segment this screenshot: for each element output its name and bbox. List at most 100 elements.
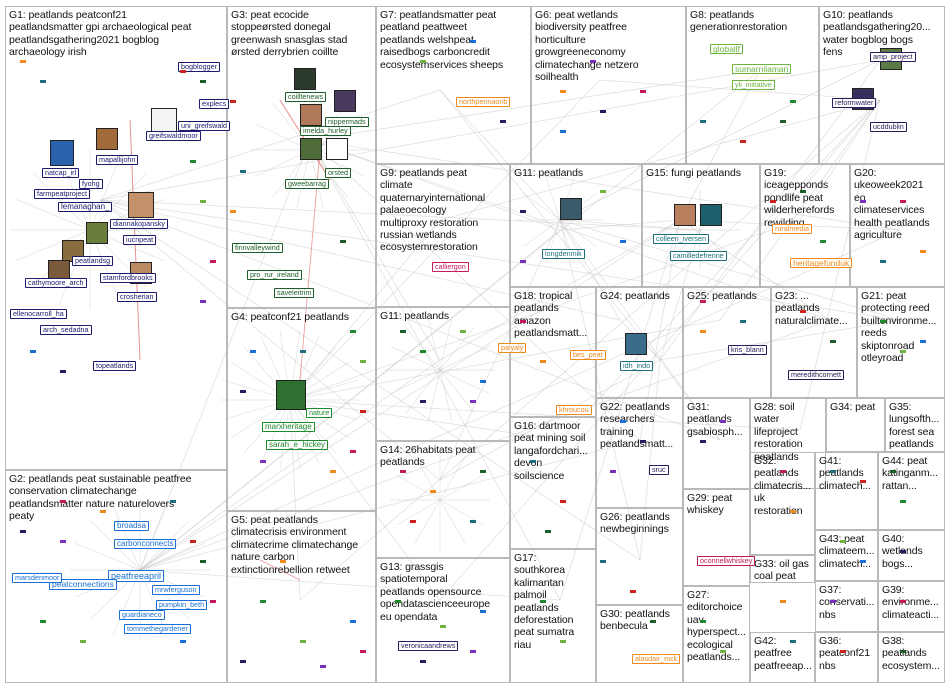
node-marker[interactable] xyxy=(395,600,401,603)
node-marker[interactable] xyxy=(820,240,826,243)
node-marker[interactable] xyxy=(780,120,786,123)
node-marker[interactable] xyxy=(650,620,656,623)
longdenmik-avatar[interactable] xyxy=(560,198,582,220)
account-label[interactable]: marsdenmoor xyxy=(12,573,63,583)
account-label[interactable]: uni_greifswald xyxy=(178,121,230,131)
node-marker[interactable] xyxy=(920,340,926,343)
node-marker[interactable] xyxy=(300,640,306,643)
colleen-avatar[interactable] xyxy=(674,204,696,226)
account-label[interactable]: bes_peat xyxy=(570,350,606,360)
account-label[interactable]: gweebarrag xyxy=(285,179,329,189)
node-marker[interactable] xyxy=(830,470,836,473)
node-marker[interactable] xyxy=(740,140,746,143)
node-marker[interactable] xyxy=(200,80,206,83)
account-label[interactable]: sumarnilaman xyxy=(732,64,792,74)
node-marker[interactable] xyxy=(230,100,236,103)
node-marker[interactable] xyxy=(520,260,526,263)
node-marker[interactable] xyxy=(240,170,246,173)
coillte-avatar[interactable] xyxy=(294,68,316,90)
node-marker[interactable] xyxy=(20,60,26,63)
node-marker[interactable] xyxy=(770,200,776,203)
diannakopansky-avatar[interactable] xyxy=(128,192,154,218)
account-label[interactable]: calliergon xyxy=(432,262,469,272)
node-marker[interactable] xyxy=(860,480,866,483)
node-marker[interactable] xyxy=(250,350,256,353)
node-marker[interactable] xyxy=(280,560,286,563)
account-label[interactable]: saveleitrim xyxy=(274,288,315,298)
account-label[interactable]: pumpkin_beth xyxy=(156,600,208,610)
node-marker[interactable] xyxy=(170,500,176,503)
account-label[interactable]: peatconnections xyxy=(49,579,117,590)
node-marker[interactable] xyxy=(350,620,356,623)
orsted-avatar[interactable] xyxy=(326,138,348,160)
account-label[interactable]: diannakopansky xyxy=(110,219,168,229)
iucnpeat-avatar[interactable] xyxy=(86,222,108,244)
node-marker[interactable] xyxy=(360,410,366,413)
node-marker[interactable] xyxy=(470,40,476,43)
planet-avatar[interactable] xyxy=(700,204,722,226)
node-marker[interactable] xyxy=(620,240,626,243)
node-marker[interactable] xyxy=(900,600,906,603)
account-label[interactable]: camilledefrenne xyxy=(670,251,727,261)
node-marker[interactable] xyxy=(180,640,186,643)
node-marker[interactable] xyxy=(530,460,536,463)
node-marker[interactable] xyxy=(590,60,596,63)
node-marker[interactable] xyxy=(340,240,346,243)
node-marker[interactable] xyxy=(330,470,336,473)
node-marker[interactable] xyxy=(470,520,476,523)
node-marker[interactable] xyxy=(920,250,926,253)
node-marker[interactable] xyxy=(30,350,36,353)
node-marker[interactable] xyxy=(880,260,886,263)
node-marker[interactable] xyxy=(520,210,526,213)
node-marker[interactable] xyxy=(790,100,796,103)
node-marker[interactable] xyxy=(740,320,746,323)
node-marker[interactable] xyxy=(60,500,66,503)
node-marker[interactable] xyxy=(480,470,486,473)
node-marker[interactable] xyxy=(350,330,356,333)
account-label[interactable]: carbonconnects xyxy=(114,539,177,549)
account-label[interactable]: longdenmik xyxy=(542,249,585,259)
node-marker[interactable] xyxy=(600,190,606,193)
node-marker[interactable] xyxy=(520,320,526,323)
node-marker[interactable] xyxy=(900,500,906,503)
node-marker[interactable] xyxy=(620,420,626,423)
account-label[interactable]: crosherian xyxy=(117,292,157,302)
account-label[interactable]: natcap_irl xyxy=(42,168,80,178)
account-label[interactable]: heritagefunduk xyxy=(790,258,853,268)
node-marker[interactable] xyxy=(560,640,566,643)
node-marker[interactable] xyxy=(790,510,796,513)
node-marker[interactable] xyxy=(780,600,786,603)
node-marker[interactable] xyxy=(240,660,246,663)
node-marker[interactable] xyxy=(200,200,206,203)
account-label[interactable]: globallf xyxy=(710,44,743,54)
node-marker[interactable] xyxy=(860,200,866,203)
node-marker[interactable] xyxy=(320,665,326,668)
node-marker[interactable] xyxy=(470,400,476,403)
node-marker[interactable] xyxy=(720,650,726,653)
natcap-avatar[interactable] xyxy=(50,140,74,166)
node-marker[interactable] xyxy=(360,360,366,363)
account-label[interactable]: kris_blann xyxy=(728,345,767,355)
node-marker[interactable] xyxy=(540,360,546,363)
node-marker[interactable] xyxy=(460,330,466,333)
node-marker[interactable] xyxy=(60,540,66,543)
node-marker[interactable] xyxy=(200,560,206,563)
node-marker[interactable] xyxy=(700,330,706,333)
node-marker[interactable] xyxy=(190,160,196,163)
node-marker[interactable] xyxy=(560,500,566,503)
node-marker[interactable] xyxy=(700,440,706,443)
node-marker[interactable] xyxy=(830,340,836,343)
node-marker[interactable] xyxy=(80,640,86,643)
account-label[interactable]: explecs xyxy=(199,99,230,109)
mapallijohn-avatar[interactable] xyxy=(96,128,118,150)
node-marker[interactable] xyxy=(230,210,236,213)
node-marker[interactable] xyxy=(610,470,616,473)
node-marker[interactable] xyxy=(40,80,46,83)
gweebarra-avatar[interactable] xyxy=(300,138,322,160)
node-marker[interactable] xyxy=(40,620,46,623)
account-label[interactable]: orsted xyxy=(325,168,351,178)
account-label[interactable]: northpennaonb xyxy=(456,97,511,107)
node-marker[interactable] xyxy=(700,120,706,123)
account-label[interactable]: stamfordbrooks xyxy=(100,273,156,283)
account-label[interactable]: reformwater xyxy=(832,98,877,108)
